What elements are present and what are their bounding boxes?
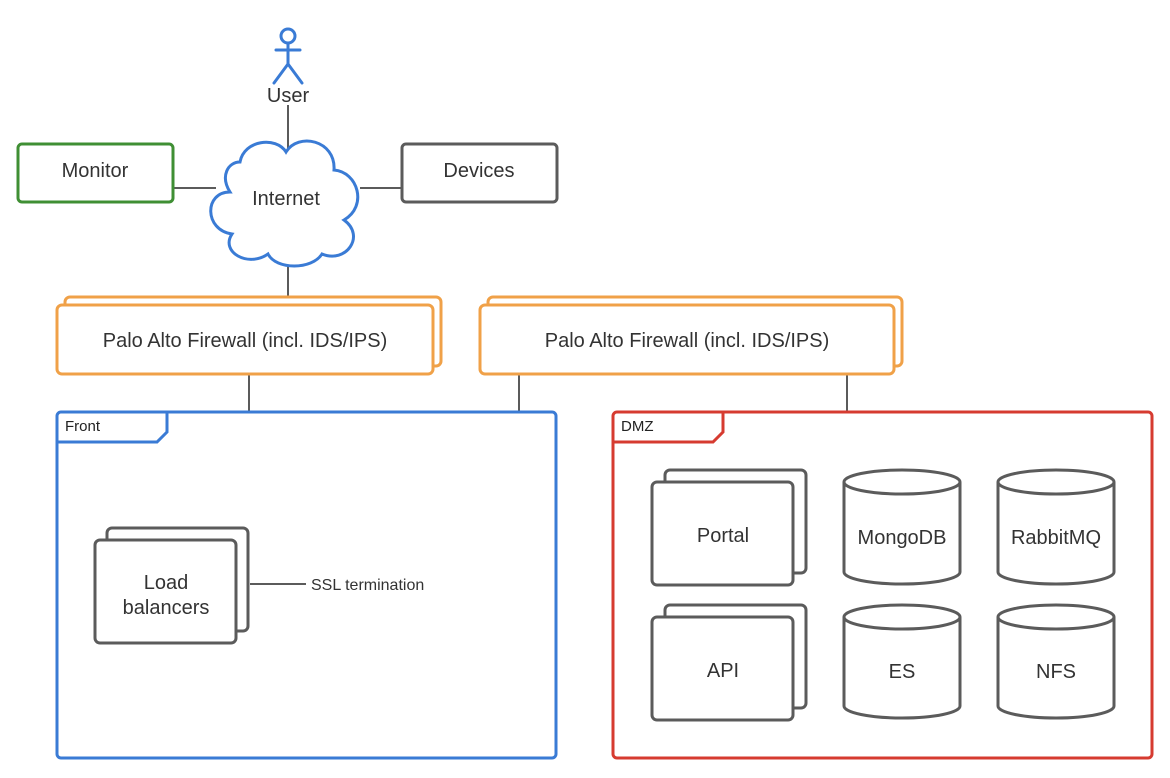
front-zone-tab <box>57 412 169 444</box>
load-balancers-label-line2: balancers <box>123 597 210 619</box>
firewall-node-right: Palo Alto Firewall (incl. IDS/IPS) <box>478 295 904 376</box>
firewall-left-label: Palo Alto Firewall (incl. IDS/IPS) <box>103 330 388 352</box>
load-balancers-front <box>93 538 238 645</box>
api-front <box>650 615 795 722</box>
cloud-icon <box>209 139 360 268</box>
devices-box <box>400 142 559 204</box>
nfs-label: NFS <box>1036 661 1076 683</box>
api-label: API <box>707 660 739 682</box>
rabbitmq-label: RabbitMQ <box>1011 527 1101 549</box>
database-icon <box>842 603 962 720</box>
api-node: API <box>650 603 808 722</box>
database-icon <box>996 603 1116 720</box>
user-actor: User <box>267 27 310 107</box>
firewall-right-label: Palo Alto Firewall (incl. IDS/IPS) <box>545 330 830 352</box>
user-label: User <box>267 85 310 107</box>
devices-label: Devices <box>443 160 514 182</box>
database-icon <box>842 468 962 586</box>
front-zone-border <box>55 410 558 760</box>
portal-front <box>650 480 795 587</box>
portal-node: Portal <box>650 468 808 587</box>
dmz-zone-border <box>611 410 1154 760</box>
firewall-left-front <box>55 303 435 376</box>
monitor-node: Monitor <box>16 142 175 204</box>
devices-node: Devices <box>400 142 559 204</box>
front-zone-label: Front <box>65 418 101 435</box>
user-icon <box>272 27 304 85</box>
load-balancers-node: Load balancers <box>93 526 250 645</box>
nfs-node: NFS <box>996 603 1116 720</box>
load-balancers-label-line1: Load <box>144 572 189 594</box>
database-icon <box>996 468 1116 586</box>
firewall-node-left: Palo Alto Firewall (incl. IDS/IPS) <box>55 295 443 376</box>
portal-label: Portal <box>697 525 749 547</box>
internet-cloud: Internet <box>209 139 360 268</box>
internet-label: Internet <box>252 188 320 210</box>
dmz-zone: DMZ Portal API MongoDB Ra <box>611 410 1154 760</box>
mongodb-label: MongoDB <box>858 527 947 549</box>
ssl-termination-note: SSL termination <box>311 577 424 594</box>
monitor-label: Monitor <box>62 160 129 182</box>
rabbitmq-node: RabbitMQ <box>996 468 1116 586</box>
mongodb-node: MongoDB <box>842 468 962 586</box>
monitor-box <box>16 142 175 204</box>
front-zone: Front Load balancers SSL termination <box>55 410 558 760</box>
dmz-zone-tab <box>613 412 725 444</box>
dmz-zone-label: DMZ <box>621 418 654 435</box>
firewall-right-front <box>478 303 896 376</box>
es-node: ES <box>842 603 962 720</box>
es-label: ES <box>889 661 916 683</box>
